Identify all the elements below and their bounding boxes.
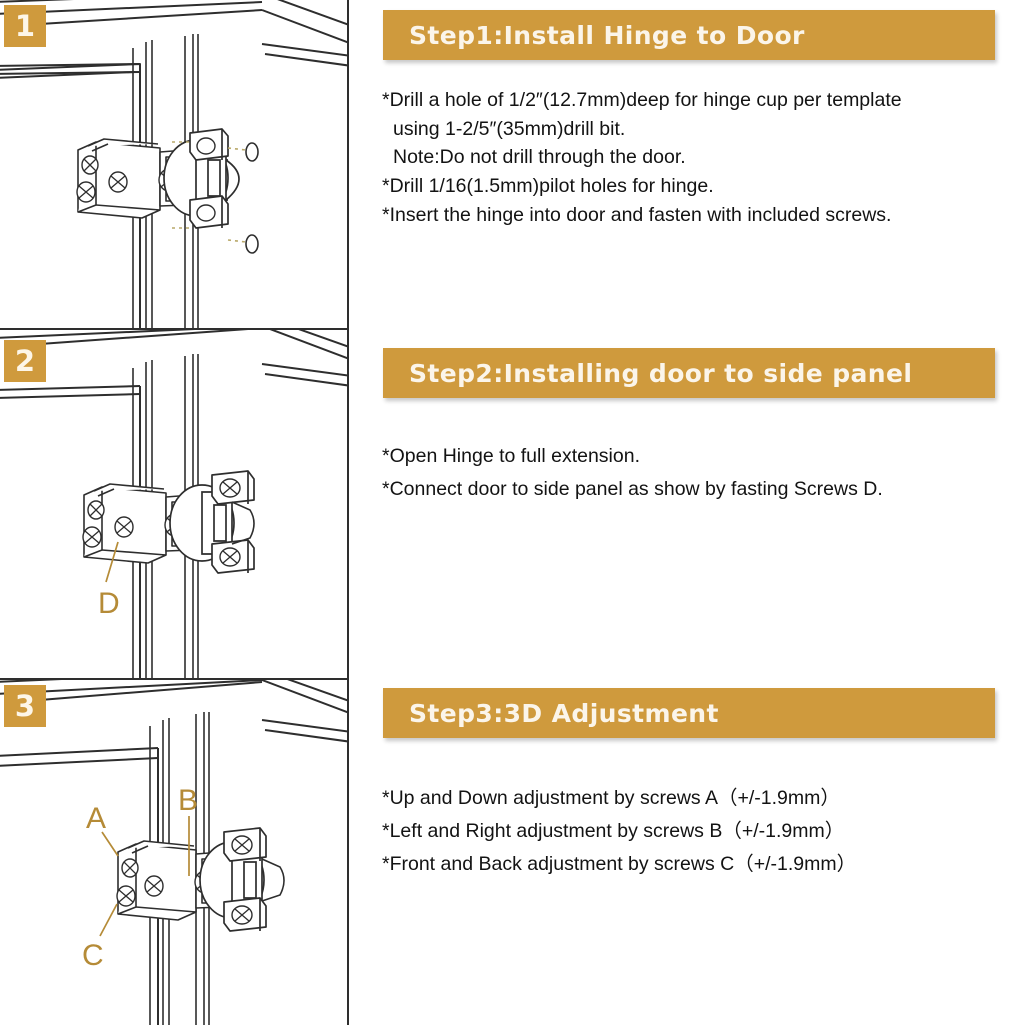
step-body-1: *Drill a hole of 1/2″(12.7mm)deep for hi…	[382, 86, 1022, 229]
instruction-line: *Front and Back adjustment by screws C（+…	[382, 853, 857, 876]
step-header-3: Step3:3D Adjustment	[383, 688, 995, 738]
illustration-panel-1	[0, 0, 347, 330]
callout-label-c: C	[82, 939, 104, 972]
step-block-1: Step1:Install Hinge to Door *Drill a hol…	[349, 0, 1024, 229]
step-block-3: Step3:3D Adjustment *Up and Down adjustm…	[349, 680, 1024, 881]
step-body-3: *Up and Down adjustment by screws A（+/-1…	[382, 782, 1022, 881]
instruction-line: *Drill a hole of 1/2″(12.7mm)deep for hi…	[382, 89, 902, 111]
callout-label-b: B	[178, 784, 198, 817]
instruction-line: Note:Do not drill through the door.	[393, 146, 686, 169]
illustration-column: D	[0, 0, 349, 1025]
illustration-panel-3: A B C	[0, 680, 347, 1025]
callout-leader-a	[101, 831, 119, 857]
callout-leader-c	[99, 903, 118, 937]
step-badge-1: 1	[4, 5, 46, 47]
step-header-1: Step1:Install Hinge to Door	[383, 10, 995, 60]
illustration-panel-2: D	[0, 330, 347, 680]
step-block-2: Step2:Installing door to side panel *Ope…	[349, 330, 1024, 506]
callout-leader-d	[105, 541, 119, 583]
instruction-column: Step1:Install Hinge to Door *Drill a hol…	[349, 0, 1024, 1025]
instruction-line: *Left and Right adjustment by screws B（+…	[382, 820, 845, 843]
instruction-line: using 1-2/5″(35mm)drill bit.	[393, 117, 626, 140]
instruction-line: *Open Hinge to full extension.	[382, 445, 640, 467]
step-badge-2: 2	[4, 340, 46, 382]
step-header-2: Step2:Installing door to side panel	[383, 348, 995, 398]
instruction-line: *Connect door to side panel as show by f…	[382, 477, 883, 500]
hinge-diagram-step3: A B C	[0, 680, 347, 1025]
instruction-line: *Drill 1/16(1.5mm)pilot holes for hinge.	[382, 174, 714, 197]
step-body-2: *Open Hinge to full extension. *Connect …	[382, 440, 1022, 506]
hinge-diagram-step2: D	[0, 330, 347, 678]
step-title-2: Step2:Installing door to side panel	[409, 358, 913, 388]
step-badge-3: 3	[4, 685, 46, 727]
callout-label-d: D	[98, 587, 120, 620]
step-title-1: Step1:Install Hinge to Door	[409, 20, 805, 50]
step-title-3: Step3:3D Adjustment	[409, 698, 719, 728]
instruction-line: *Insert the hinge into door and fasten w…	[382, 203, 892, 226]
instruction-line: *Up and Down adjustment by screws A（+/-1…	[382, 787, 840, 809]
hinge-diagram-step1	[0, 0, 347, 328]
callout-label-a: A	[86, 802, 106, 835]
alignment-guide-dotted	[172, 141, 247, 243]
